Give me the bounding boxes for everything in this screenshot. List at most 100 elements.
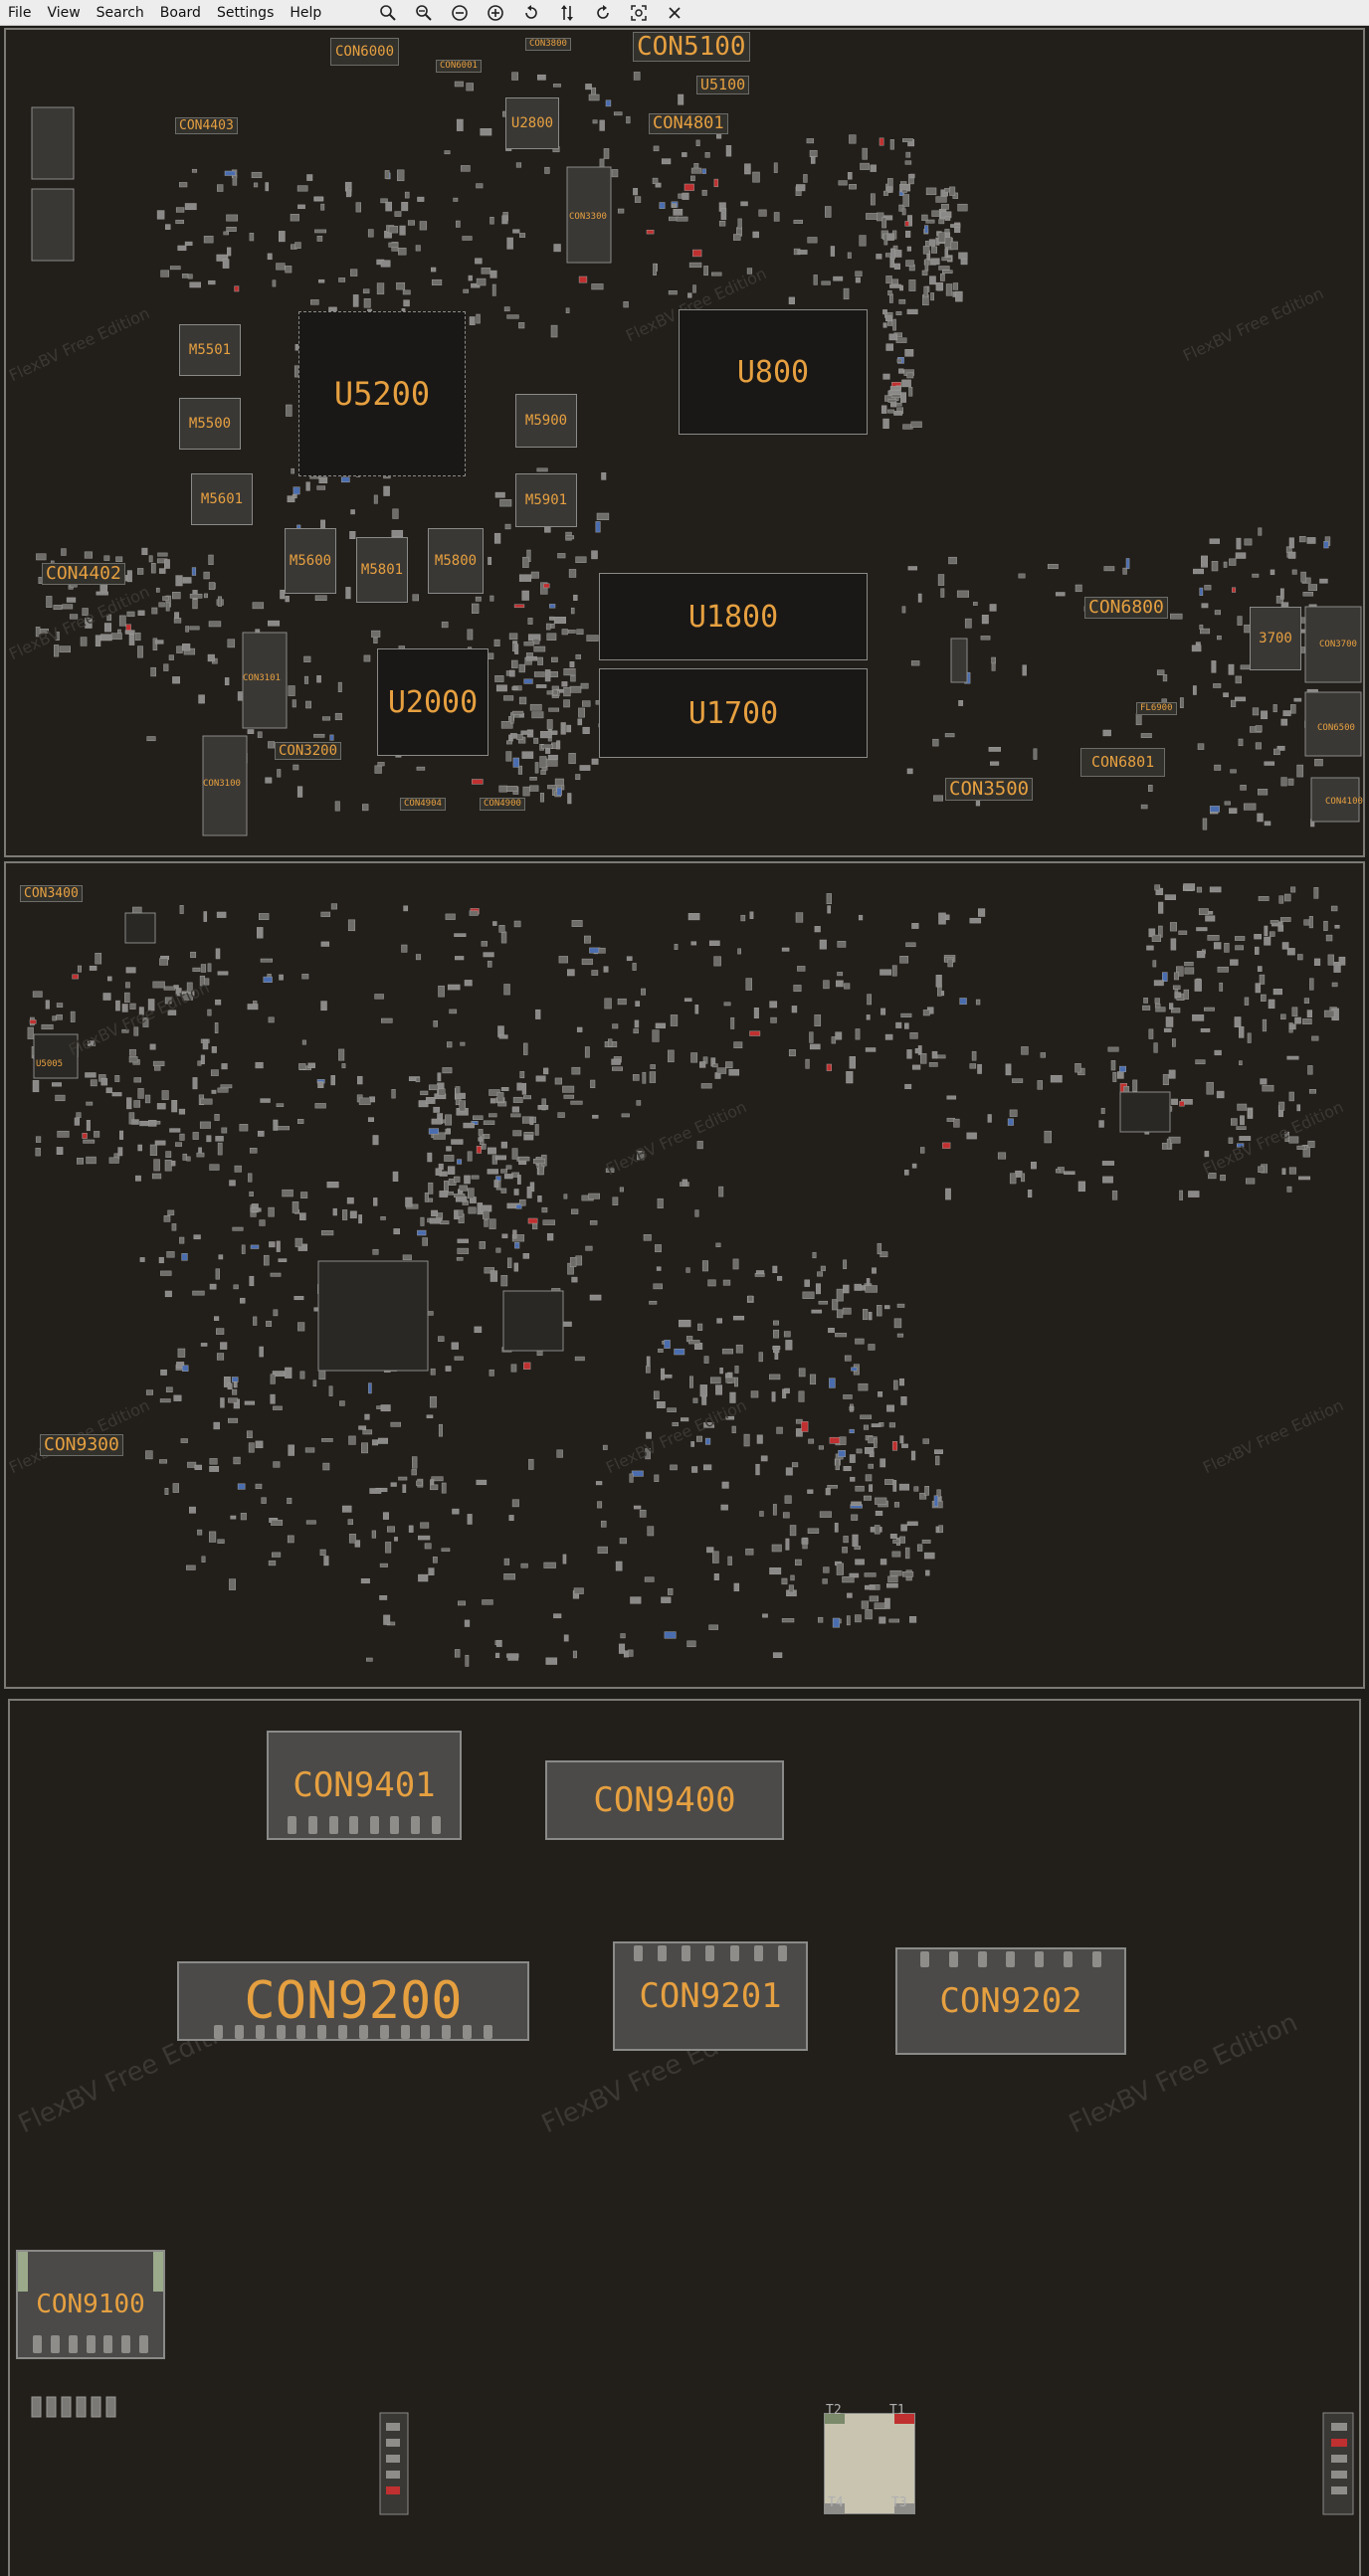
label-con3300[interactable]: CON3300 [569,212,607,222]
smd-component [783,1331,791,1338]
menu-search[interactable]: Search [96,4,144,21]
rotate-right-icon[interactable] [585,0,621,26]
connector-con9100[interactable]: CON9100 [16,2250,165,2359]
label-con3700[interactable]: CON3700 [1319,640,1357,649]
label-con3200[interactable]: CON3200 [275,742,342,760]
smd-component [391,529,404,538]
module-m5601[interactable]: M5601 [191,473,253,525]
label-con3500[interactable]: CON3500 [945,778,1034,801]
label-con4403[interactable]: CON4403 [175,117,238,134]
smd-component [886,233,894,241]
label-con3800[interactable]: CON3800 [525,38,571,51]
smd-component [223,231,229,236]
module-u2800[interactable]: U2800 [505,97,559,149]
module-m5801[interactable]: M5801 [356,537,408,603]
smd-component [220,1397,225,1408]
smd-component [259,1346,264,1358]
smd-component [533,737,539,744]
label-con3101[interactable]: CON3101 [243,673,281,683]
flip-icon[interactable] [549,0,585,26]
connector-con9401[interactable]: CON9401 [267,1731,462,1840]
label-con4402[interactable]: CON4402 [42,563,125,585]
close-icon[interactable] [657,0,692,26]
zoom-out-icon[interactable] [406,0,442,26]
smd-component [317,1081,324,1088]
label-fl6900[interactable]: FL6900 [1136,702,1177,715]
smd-component [1254,934,1262,940]
label-u5005[interactable]: U5005 [36,1059,64,1069]
module-m5900[interactable]: M5900 [515,394,577,448]
vertical-connector-right[interactable] [1321,2411,1357,2516]
smd-component [530,571,539,579]
smd-component [1229,808,1238,815]
module-m5501[interactable]: M5501 [179,324,241,376]
menu-view[interactable]: View [47,4,81,21]
label-con4801[interactable]: CON4801 [649,113,728,134]
chip-u1800[interactable]: U1800 [599,573,868,660]
fit-view-icon[interactable] [621,0,657,26]
label-con6800[interactable]: CON6800 [1084,597,1168,619]
smd-component [655,1022,666,1029]
smd-component [872,1267,877,1274]
menu-settings[interactable]: Settings [216,4,275,21]
connector-con9200[interactable]: CON9200 [177,1961,529,2041]
label-con6500[interactable]: CON6500 [1317,723,1355,733]
smd-component [835,1458,840,1471]
menu-help[interactable]: Help [290,4,322,21]
zoom-minus-icon[interactable] [442,0,478,26]
smd-component [611,169,619,178]
smd-component [277,769,282,778]
label-con5100[interactable]: CON5100 [633,32,750,62]
chip-u5200[interactable]: U5200 [298,311,466,476]
chip-u800[interactable]: U800 [679,309,868,435]
smd-component [649,1071,657,1083]
rotate-left-icon[interactable] [513,0,549,26]
smd-component [186,1564,196,1570]
label-u5100[interactable]: U5100 [696,76,750,94]
menu-board[interactable]: Board [159,4,201,21]
smd-component [849,184,857,190]
smd-component [129,1003,136,1010]
smd-component [314,229,327,234]
label-con4100[interactable]: CON4100 [1325,797,1363,807]
smd-component [115,556,123,562]
label-con3400[interactable]: CON3400 [20,885,83,902]
chip-u2000[interactable]: U2000 [377,648,489,756]
label-con9300[interactable]: CON9300 [40,1434,123,1456]
label-con4900[interactable]: CON4900 [480,798,525,811]
smd-component [567,969,575,977]
smd-component [565,307,570,313]
zoom-plus-icon[interactable] [478,0,513,26]
test-point-block[interactable] [824,2413,915,2514]
board-view-middle[interactable]: FlexBV Free Edition FlexBV Free Edition … [4,861,1365,1689]
label-con6801[interactable]: CON6801 [1080,748,1166,777]
label-t2: T2 [826,2403,842,2418]
smd-component [265,777,273,784]
module-m5800[interactable]: M5800 [428,528,484,594]
module-m5600[interactable]: M5600 [285,528,336,594]
smd-component [569,1256,577,1267]
chip-u1700[interactable]: U1700 [599,668,868,758]
label-con6000[interactable]: CON6000 [330,38,400,66]
module-m5500[interactable]: M5500 [179,398,241,450]
label-con3100[interactable]: CON3100 [203,779,241,789]
connector-con9201[interactable]: CON9201 [613,1941,808,2051]
smd-component [217,596,222,607]
connector-con9202[interactable]: CON9202 [895,1947,1126,2055]
zoom-in-icon[interactable] [370,0,406,26]
module-u3700[interactable]: 3700 [1250,607,1301,670]
smd-component [512,1130,522,1137]
smd-component [541,744,553,749]
smd-component [679,1319,691,1328]
smd-component [518,663,525,673]
connector-con9400[interactable]: CON9400 [545,1760,784,1840]
board-view-top[interactable]: FlexBV Free Edition FlexBV Free Edition … [4,28,1365,857]
module-m5901[interactable]: M5901 [515,473,577,527]
label-con4904[interactable]: CON4904 [400,798,446,811]
label-con6001[interactable]: CON6001 [436,60,482,73]
smd-component [454,1194,466,1198]
menu-file[interactable]: File [8,4,32,21]
board-view-bottom[interactable]: FlexBV Free Edition FlexBV Free Edition … [8,1699,1361,2576]
vertical-connector-left[interactable] [378,2411,410,2516]
smd-component [671,203,677,208]
